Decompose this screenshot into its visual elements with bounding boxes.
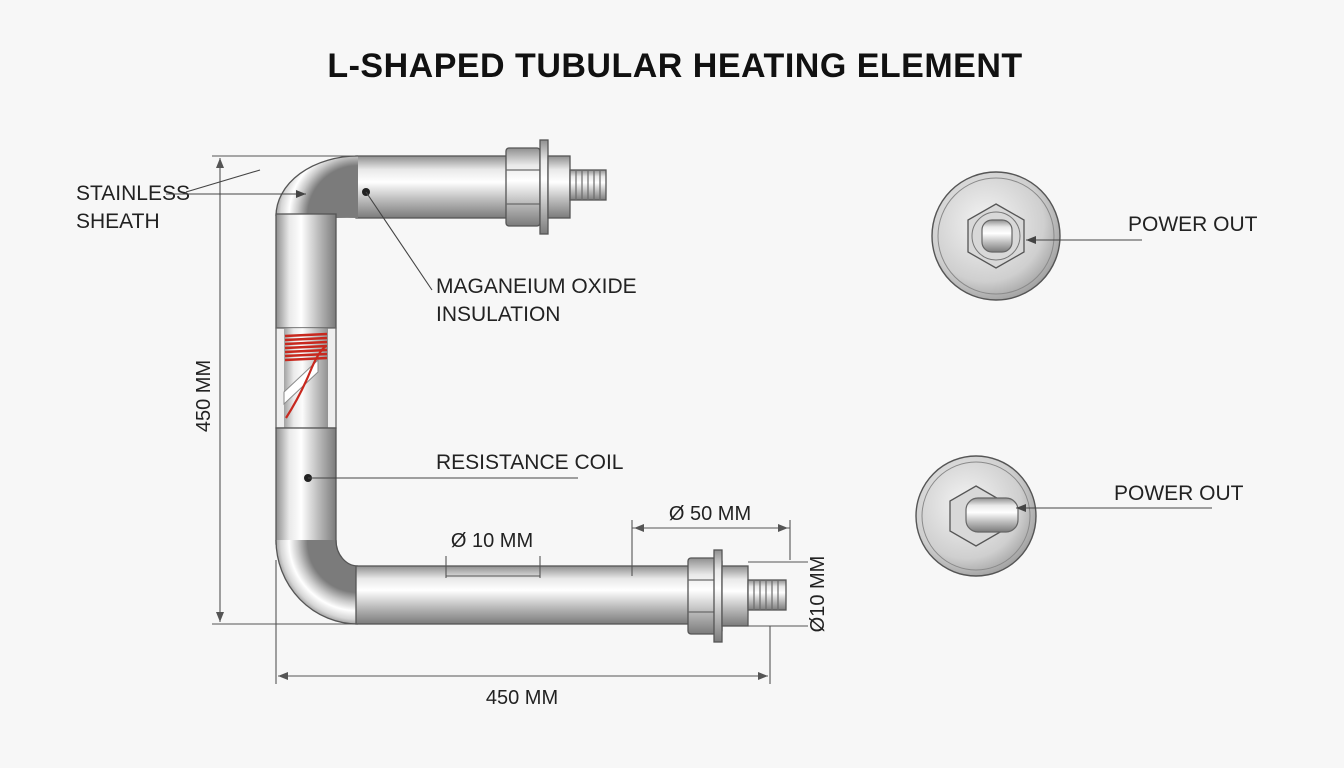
resistance-coil-windings — [284, 332, 328, 362]
insulation-callout: MAGANEIUM OXIDE INSULATION — [362, 188, 637, 326]
sheath-label-line1: STAINLESS — [76, 182, 190, 205]
top-terminal-fitting — [505, 139, 607, 235]
sheath-label-line2: SHEATH — [76, 210, 160, 233]
stainless-sheath-callout: STAINLESS SHEATH — [76, 169, 306, 233]
bottom-terminal-fitting — [687, 549, 787, 643]
height-dimension: 450 MM — [193, 155, 356, 625]
terminal-length-label: Ø 50 MM — [669, 503, 751, 525]
terminal-end-view-top: POWER OUT — [931, 171, 1258, 301]
tube-diameter-dimension: Ø 10 MM — [445, 530, 541, 578]
thread-diameter-dimension: Ø10 MM — [748, 556, 829, 633]
terminal-length-dimension: Ø 50 MM — [631, 503, 791, 576]
power-out-label-1: POWER OUT — [1128, 213, 1258, 236]
coil-label: RESISTANCE COIL — [436, 451, 623, 474]
power-out-label-2: POWER OUT — [1114, 482, 1244, 505]
insulation-label-line2: INSULATION — [436, 303, 560, 326]
tube-diameter-label: Ø 10 MM — [451, 530, 533, 552]
width-dimension-label: 450 MM — [486, 687, 558, 709]
diagram-title: L-SHAPED TUBULAR HEATING ELEMENT — [327, 47, 1022, 85]
terminal-end-view-bottom: POWER OUT — [915, 455, 1244, 577]
insulation-label-line1: MAGANEIUM OXIDE — [436, 275, 637, 298]
width-dimension: 450 MM — [275, 560, 771, 709]
resistance-coil-callout: RESISTANCE COIL — [304, 451, 623, 482]
tube-sheath — [275, 155, 691, 625]
height-dimension-label: 450 MM — [193, 360, 215, 432]
thread-diameter-label: Ø10 MM — [807, 556, 829, 633]
cutaway-section — [275, 327, 337, 429]
